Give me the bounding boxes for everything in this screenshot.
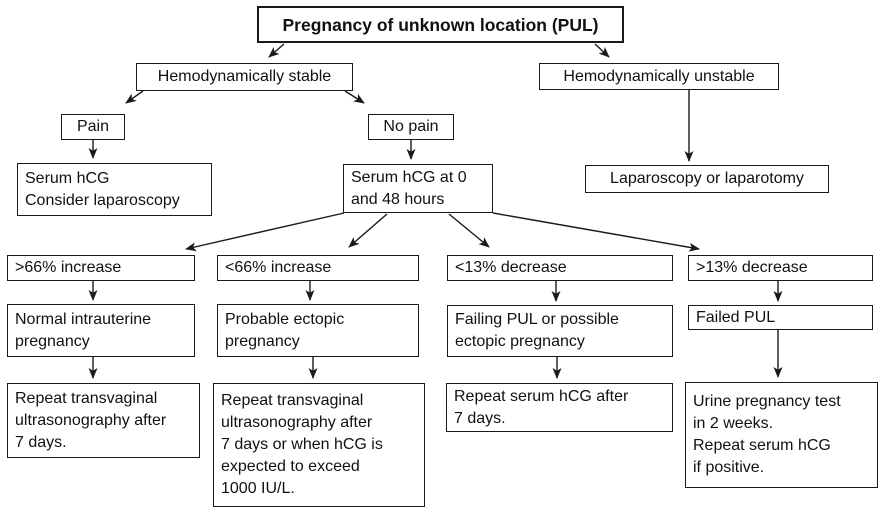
node-hemodynamically-stable-label: Hemodynamically stable [157, 68, 332, 85]
edge-stable-to-pain [125, 90, 144, 104]
node-pul-label: Pregnancy of unknown location (PUL) [282, 14, 599, 35]
node-serum-hcg-0-48-label: Serum hCG at 0 and 48 hours [351, 168, 467, 208]
node-hemodynamically-stable: Hemodynamically stable [136, 63, 353, 91]
node-normal-intrauterine-pregnancy-label: Normal intrauterine pregnancy [15, 310, 152, 350]
edge-pul-to-unstable [594, 43, 610, 58]
node-gt66-increase-label: >66% increase [15, 259, 122, 276]
node-failing-pul-label: Failing PUL or possible ectopic pregnanc… [455, 311, 619, 350]
node-hemodynamically-unstable: Hemodynamically unstable [539, 63, 779, 90]
node-urine-pregnancy-test: Urine pregnancy test in 2 weeks. Repeat … [685, 382, 878, 488]
node-pul: Pregnancy of unknown location (PUL) [257, 6, 624, 43]
node-repeat-tvus-1000: Repeat transvaginal ultrasonography afte… [213, 383, 425, 507]
node-failed-pul: Failed PUL [688, 305, 873, 330]
node-gt13-decrease: >13% decrease [688, 255, 873, 281]
node-urine-pregnancy-test-label: Urine pregnancy test in 2 weeks. Repeat … [693, 393, 841, 476]
node-laparoscopy-or-laparotomy-label: Laparoscopy or laparotomy [610, 170, 804, 187]
node-serum-hcg-0-48: Serum hCG at 0 and 48 hours [343, 164, 493, 213]
node-repeat-tvus-1000-label: Repeat transvaginal ultrasonography afte… [221, 392, 383, 497]
node-serum-hcg-consider-laparoscopy-label: Serum hCG Consider laparoscopy [25, 169, 180, 209]
node-lt13-decrease-label: <13% decrease [455, 259, 567, 276]
node-lt13-decrease: <13% decrease [447, 255, 673, 281]
node-gt66-increase: >66% increase [7, 255, 195, 281]
node-gt13-decrease-label: >13% decrease [696, 259, 808, 276]
node-failing-pul: Failing PUL or possible ectopic pregnanc… [447, 305, 673, 357]
node-failed-pul-label: Failed PUL [696, 308, 776, 326]
node-repeat-tvus-7-days-label: Repeat transvaginal ultrasonography afte… [15, 389, 167, 451]
node-hemodynamically-unstable-label: Hemodynamically unstable [563, 67, 755, 85]
node-repeat-tvus-7-days: Repeat transvaginal ultrasonography afte… [7, 383, 200, 458]
node-repeat-serum-hcg-7-days-label: Repeat serum hCG after 7 days. [454, 387, 629, 427]
node-serum-hcg-consider-laparoscopy: Serum hCG Consider laparoscopy [17, 163, 212, 216]
node-repeat-serum-hcg-7-days: Repeat serum hCG after 7 days. [446, 383, 673, 432]
edge-serum_hcg_048-to-inc_lt66 [348, 213, 388, 248]
edge-stable-to-no_pain [344, 90, 365, 104]
node-lt66-increase: <66% increase [217, 255, 419, 281]
node-probable-ectopic-pregnancy-label: Probable ectopic pregnancy [225, 310, 345, 350]
node-laparoscopy-or-laparotomy: Laparoscopy or laparotomy [585, 165, 829, 193]
edge-pul-to-stable [268, 43, 285, 58]
node-probable-ectopic-pregnancy: Probable ectopic pregnancy [217, 304, 419, 357]
edge-serum_hcg_048-to-dec_lt13 [448, 213, 490, 248]
node-lt66-increase-label: <66% increase [225, 259, 332, 276]
node-pain: Pain [61, 114, 125, 140]
node-no-pain: No pain [368, 114, 454, 140]
edge-serum_hcg_048-to-inc_gt66 [185, 212, 345, 252]
node-pain-label: Pain [76, 118, 110, 135]
node-normal-intrauterine-pregnancy: Normal intrauterine pregnancy [7, 304, 195, 357]
edge-serum_hcg_048-to-dec_gt13 [492, 212, 700, 252]
node-no-pain-label: No pain [383, 118, 439, 135]
